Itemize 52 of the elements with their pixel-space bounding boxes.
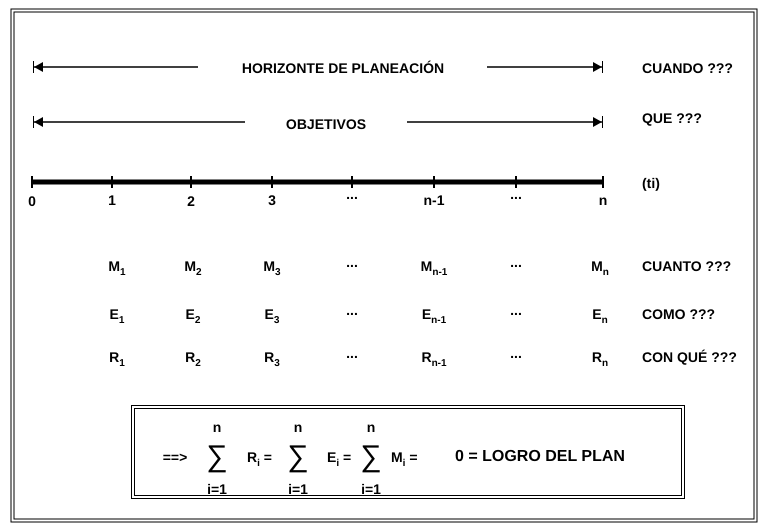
variable-label: E$_{n-1}$ bbox=[422, 306, 446, 322]
variable-label: R$_{n-1}$ bbox=[421, 349, 447, 365]
ellipsis: ... bbox=[510, 302, 522, 318]
tick-label: 0 bbox=[28, 193, 36, 209]
variable-label: E$_{3}$ bbox=[264, 306, 280, 322]
formula-term: E$_{i}$ = bbox=[327, 449, 352, 465]
ellipsis: ... bbox=[346, 345, 358, 361]
variable-label: M$_{2}$ bbox=[184, 258, 202, 274]
ellipsis: ... bbox=[346, 302, 358, 318]
question-label: COMO ??? bbox=[642, 306, 716, 322]
sum-limit: i=1 bbox=[288, 481, 308, 497]
ellipsis: ... bbox=[510, 345, 522, 361]
sum-limit: i=1 bbox=[361, 481, 381, 497]
tick-label: ... bbox=[346, 186, 358, 202]
ellipsis: ... bbox=[510, 254, 522, 270]
variable-label: E$_{1}$ bbox=[110, 306, 124, 322]
tick-label: 3 bbox=[268, 192, 276, 208]
dimension-label: OBJETIVOS bbox=[286, 116, 366, 132]
formula-term: M$_{i}$ = bbox=[391, 449, 418, 465]
tick-label: 1 bbox=[108, 192, 116, 208]
sum-limit: n bbox=[212, 419, 222, 435]
ellipsis: ... bbox=[346, 254, 358, 270]
sum-limit: n bbox=[366, 419, 376, 435]
tick-label: ... bbox=[510, 186, 522, 202]
question-label: CON QUÉ ??? bbox=[642, 349, 737, 365]
result-text: 0 = LOGRO DEL PLAN bbox=[455, 448, 625, 466]
variable-label: R$_{1}$ bbox=[109, 349, 125, 365]
variable-label: R$_{n}$ bbox=[592, 349, 608, 365]
variable-label: M$_{3}$ bbox=[263, 258, 281, 274]
sum-symbol: ∑ bbox=[206, 441, 228, 473]
variable-label: E$_{n}$ bbox=[592, 306, 608, 322]
axis-label: (ti) bbox=[642, 175, 660, 191]
tick-label: n bbox=[598, 192, 608, 208]
variable-label: R$_{2}$ bbox=[185, 349, 201, 365]
variable-label: M$_{1}$ bbox=[108, 258, 126, 274]
arrow-text: ==> bbox=[162, 449, 188, 465]
tick-label: 2 bbox=[187, 193, 195, 209]
sum-symbol: ∑ bbox=[287, 441, 309, 473]
variable-label: R$_{3}$ bbox=[264, 349, 280, 365]
sum-limit: n bbox=[294, 419, 302, 435]
question-label: CUANTO ??? bbox=[642, 258, 732, 274]
tick-label: n-1 bbox=[424, 192, 444, 208]
sum-symbol: ∑ bbox=[360, 441, 382, 473]
dimension-label: HORIZONTE DE PLANEACIÓN bbox=[242, 60, 444, 76]
formula-box bbox=[131, 405, 685, 499]
variable-label: E$_{2}$ bbox=[186, 306, 200, 322]
variable-label: M$_{n}$ bbox=[591, 258, 609, 274]
formula-term: R$_{i}$ = bbox=[247, 449, 272, 465]
variable-label: M$_{n-1}$ bbox=[420, 258, 448, 274]
question-label: CUANDO ??? bbox=[642, 60, 733, 76]
sum-limit: i=1 bbox=[207, 481, 227, 497]
question-label: QUE ??? bbox=[642, 110, 702, 126]
